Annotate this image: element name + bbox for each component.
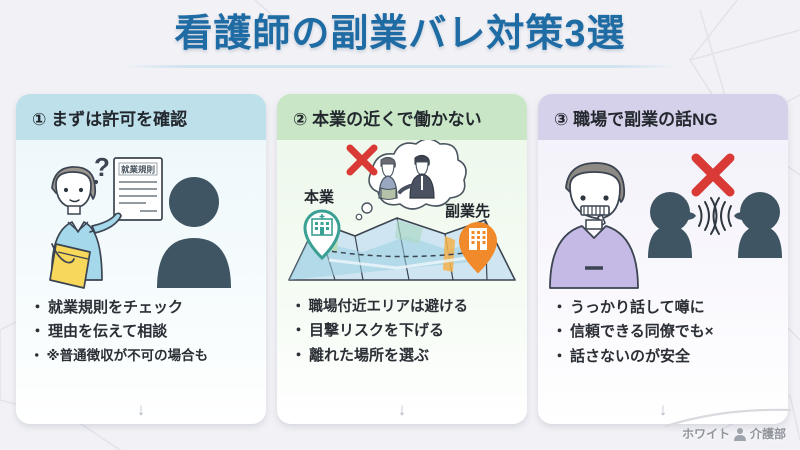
illustration-zipped-mouth-and-gossip bbox=[538, 140, 788, 290]
bullet-text: 離れた場所を選ぶ bbox=[309, 346, 430, 364]
watermark-text-right: 介護部 bbox=[749, 427, 786, 441]
nurse-figure bbox=[49, 166, 122, 289]
bullet-text: 職場付近エリアは避ける bbox=[308, 299, 469, 315]
bullet-text: うっかり話して噂に bbox=[570, 299, 705, 316]
card-permission-check[interactable]: ① まずは許可を確認 ? 就業規則 bbox=[16, 94, 266, 424]
card-2-body: 本業 副業先 bbox=[277, 140, 527, 424]
page-title-block: 看護師の副業バレ対策3選 bbox=[0, 13, 800, 68]
illustration-map-with-two-workplaces: 本業 副業先 bbox=[277, 140, 527, 290]
card-1-header: ① まずは許可を確認 bbox=[16, 94, 266, 140]
bullet-text: 目撃リスクを下げる bbox=[309, 322, 445, 340]
card-1-down-arrow: ↓ bbox=[136, 400, 146, 419]
card-2-header-label: ② 本業の近くで働かない bbox=[293, 109, 482, 129]
page-title: 看護師の副業バレ対策3選 bbox=[174, 13, 626, 55]
card-2-down-arrow: ↓ bbox=[397, 400, 407, 419]
list-item: ・話さないのが安全 bbox=[552, 345, 788, 369]
zipper-mouth-icon bbox=[580, 205, 610, 228]
watermark: ホワイト 介護部 bbox=[682, 425, 786, 442]
list-item: ・理由を伝えて相談 bbox=[30, 320, 266, 344]
question-mark-icon: ? bbox=[93, 152, 110, 185]
svg-text:?: ? bbox=[94, 152, 110, 182]
side-job-map-pin bbox=[458, 222, 498, 274]
card-3-down-arrow: ↓ bbox=[658, 400, 668, 419]
watermark-swoosh bbox=[664, 408, 792, 428]
card-1-bullet-list: ・就業規則をチェック ・理由を伝えて相談 ・※普通徴収が不可の場合も bbox=[16, 290, 266, 424]
illustration-nurse-checking-rules: ? 就業規則 bbox=[16, 140, 266, 290]
list-item: ・目撃リスクを下げる bbox=[291, 319, 527, 343]
card-1-header-label: ① まずは許可を確認 bbox=[32, 109, 188, 129]
card-3-header-label: ③ 職場で副業の話NG bbox=[554, 109, 718, 129]
bullet-text: 理由を伝えて相談 bbox=[48, 323, 168, 341]
red-x-icon bbox=[346, 144, 378, 176]
yellow-folder-icon bbox=[49, 243, 91, 289]
card-1-body: ? 就業規則 bbox=[16, 140, 266, 424]
list-item: ・離れた場所を選ぶ bbox=[291, 344, 527, 368]
rulebook-document-icon: 就業規則 bbox=[113, 157, 163, 221]
list-item: ・就業規則をチェック bbox=[30, 296, 266, 320]
card-3-body: ・うっかり話して噂に ・信頼できる同僚でも× ・話さないのが安全 ↓ bbox=[538, 140, 788, 424]
thought-bubble bbox=[355, 140, 467, 221]
list-item: ・※普通徴収が不可の場合も bbox=[30, 345, 266, 367]
watermark-person-icon bbox=[733, 427, 746, 441]
gossip-silhouette-right bbox=[734, 192, 782, 258]
route-dashed-line bbox=[322, 249, 474, 258]
card-avoid-working-near-main-job[interactable]: ② 本業の近くで働かない bbox=[277, 94, 527, 424]
list-item: ・信頼できる同僚でも× bbox=[552, 320, 788, 344]
card-3-bullet-list: ・うっかり話して噂に ・信頼できる同僚でも× ・話さないのが安全 bbox=[538, 290, 788, 424]
card-2-header: ② 本業の近くで働かない bbox=[277, 94, 527, 140]
gossip-silhouette-left bbox=[648, 192, 696, 258]
sound-waves-icon bbox=[698, 197, 732, 235]
bullet-text: 就業規則をチェック bbox=[48, 299, 184, 316]
card-no-talking-at-work[interactable]: ③ 職場で副業の話NG bbox=[538, 94, 788, 424]
bullet-text: 信頼できる同僚でも× bbox=[570, 323, 714, 341]
red-x-icon bbox=[691, 153, 735, 197]
list-item: ・うっかり話して噂に bbox=[552, 296, 788, 320]
list-item: ・職場付近エリアは避ける bbox=[291, 296, 527, 319]
card-2-bullet-list: ・職場付近エリアは避ける ・目撃リスクを下げる ・離れた場所を選ぶ bbox=[277, 290, 527, 424]
bullet-text: 話さないのが安全 bbox=[570, 347, 691, 365]
main-job-map-pin bbox=[303, 209, 341, 261]
bubble-person-left bbox=[378, 156, 398, 201]
zipped-mouth-person bbox=[549, 162, 639, 289]
svg-text:就業規則: 就業規則 bbox=[121, 165, 155, 175]
side-job-pin-label: 副業先 bbox=[445, 202, 490, 220]
bullet-text: ※普通徴収が不可の場合も bbox=[46, 347, 209, 363]
silhouette-person-icon bbox=[157, 177, 231, 288]
bubble-person-right bbox=[398, 154, 435, 199]
main-job-pin-label: 本業 bbox=[304, 188, 335, 206]
title-underline bbox=[120, 64, 680, 68]
card-3-header: ③ 職場で副業の話NG bbox=[538, 94, 788, 140]
watermark-text-left: ホワイト bbox=[681, 427, 730, 441]
